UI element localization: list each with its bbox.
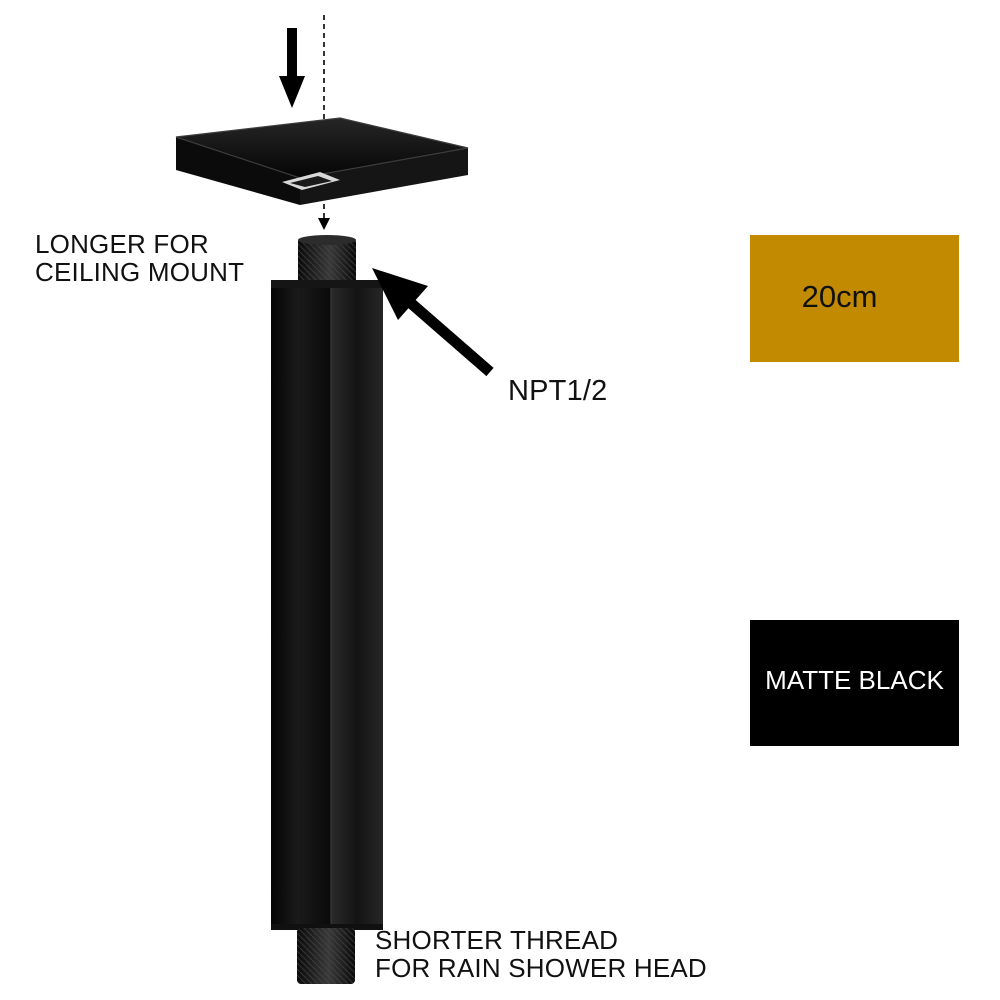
thread-spec-label: NPT1/2 bbox=[508, 375, 608, 407]
top-thread bbox=[298, 235, 356, 286]
down-arrow-icon bbox=[279, 28, 305, 108]
shower-head-thread-note-line1: SHORTER THREAD bbox=[375, 925, 619, 955]
ceiling-mount-note-line2: CEILING MOUNT bbox=[35, 257, 245, 287]
pointer-arrow-icon bbox=[372, 268, 494, 377]
ceiling-mount-note-line1: LONGER FOR bbox=[35, 229, 209, 259]
shower-head-thread-note-line2: FOR RAIN SHOWER HEAD bbox=[375, 953, 707, 983]
size-option-label: 20cm bbox=[801, 278, 878, 314]
finish-option-swatch[interactable]: MATTE BLACK bbox=[750, 620, 959, 746]
square-pipe bbox=[271, 280, 383, 930]
thread-spec-text: NPT1/2 bbox=[508, 375, 608, 407]
ceiling-flange bbox=[175, 117, 469, 205]
shower-head-thread-note: SHORTER THREAD FOR RAIN SHOWER HEAD bbox=[375, 926, 707, 982]
finish-option-label: MATTE BLACK bbox=[765, 665, 944, 695]
size-option-swatch[interactable]: 20cm bbox=[750, 235, 959, 362]
bottom-thread bbox=[297, 928, 355, 984]
ceiling-mount-note: LONGER FOR CEILING MOUNT bbox=[35, 230, 244, 286]
guide-arrowhead-icon bbox=[318, 218, 330, 230]
